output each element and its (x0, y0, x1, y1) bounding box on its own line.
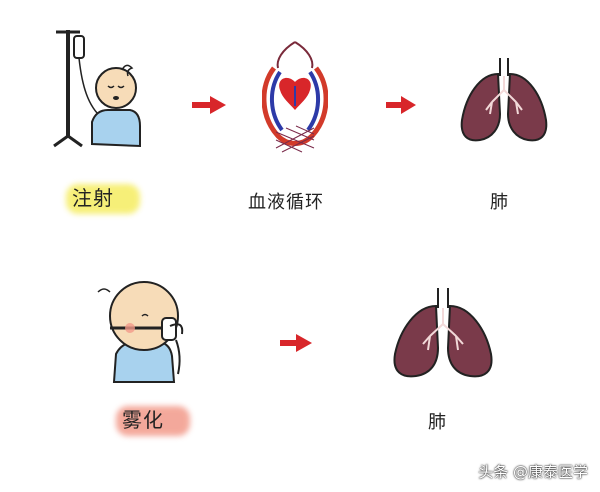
nebulizer-baby-icon (97, 281, 184, 383)
watermark: 头条 @康泰医学 (478, 463, 588, 481)
iv-drip-baby-icon (53, 30, 141, 148)
circulation-label: 血液循环 (248, 192, 324, 213)
lungs-icon (393, 288, 493, 378)
arrow-right-icon (192, 96, 226, 114)
arrow-right-icon (386, 96, 416, 114)
arrow-right-icon (280, 334, 312, 352)
lungs-icon (460, 58, 548, 142)
injection-label: 注射 (66, 182, 140, 214)
lung-label: 肺 (428, 412, 447, 433)
nebulization-label: 雾化 (116, 404, 190, 436)
lung-label: 肺 (490, 192, 509, 213)
heart-circulation-icon (262, 41, 328, 153)
